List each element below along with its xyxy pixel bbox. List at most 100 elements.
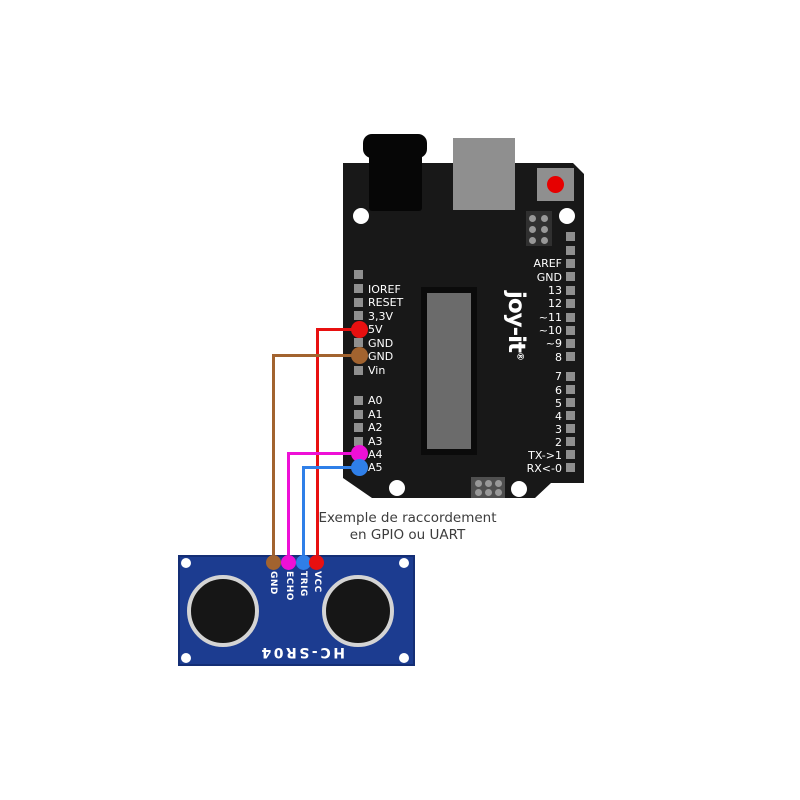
sensor-pin-label: GND [268,571,278,595]
pin-pad [354,311,363,320]
pin-label: ~11 [538,311,562,324]
pin-label: 2 [555,436,562,449]
pin-label: 4 [555,410,562,423]
pin-pad [566,339,575,348]
pin-pad [566,385,575,394]
reset-led-dot [547,176,564,193]
wire-a4-echo [287,452,360,455]
icsp-pin [541,215,548,222]
pin-pad [354,396,363,405]
pin-pad [354,270,363,279]
usb-connector [453,138,515,210]
pin-pad [566,450,575,459]
mounting-hole [559,208,575,224]
icsp-pin [541,237,548,244]
icsp-pin [475,489,482,496]
wire-5v-vcc [316,328,319,563]
pin-pad [566,372,575,381]
pin-label: AREF [533,257,562,270]
icsp-pin [541,226,548,233]
wire-end-sensor-echo [281,555,296,570]
pin-pad [354,338,363,347]
mounting-hole [353,208,369,224]
pin-pad [566,313,575,322]
pin-label: A1 [368,408,383,421]
pin-label: 3,3V [368,310,394,323]
wire-gnd-gnd [272,354,360,357]
pin-pad [566,299,575,308]
pin-label: 6 [555,384,562,397]
icsp-pin [485,489,492,496]
wire-end-a5 [351,459,368,476]
pin-pad [354,284,363,293]
mounting-hole [181,558,191,568]
pin-pad [354,366,363,375]
sensor-pin-label: TRIG [298,571,308,597]
pin-label: GND [368,337,394,350]
pin-pad [566,286,575,295]
wire-gnd-gnd [272,354,275,563]
pin-label: 5V [368,323,383,336]
mounting-hole [511,481,527,497]
pin-label: RESET [368,296,404,309]
pin-label: 12 [548,297,562,310]
pin-label: Vin [368,364,386,377]
wire-end-sensor-trig [295,555,311,570]
pin-pad [566,411,575,420]
transducer-left [187,575,259,647]
wire-5v-vcc [316,328,360,331]
caption-line-1: Exemple de raccordement [318,510,497,526]
pin-label: ~9 [545,337,562,350]
pin-label: 13 [548,284,562,297]
pin-label: ~10 [538,324,562,337]
transducer-right [322,575,394,647]
pin-label: A0 [368,394,383,407]
pin-label: TX->1 [528,449,562,462]
pin-label: 8 [555,351,562,364]
pin-pad [566,259,575,268]
mounting-hole [181,653,191,663]
mounting-hole [399,653,409,663]
pin-pad [566,246,575,255]
mounting-hole [399,558,409,568]
wire-end-a4 [351,445,368,462]
wire-a5-trig [302,466,305,563]
pin-pad [566,424,575,433]
pin-pad [566,352,575,361]
icsp-pin [529,237,536,244]
wire-end-5v [351,321,368,338]
mounting-hole [389,480,405,496]
pin-pad [566,437,575,446]
wire-end-gnd [351,347,368,364]
pin-pad [354,298,363,307]
icsp-pin [495,489,502,496]
pin-label: A5 [368,461,383,474]
pin-pad [566,463,575,472]
pin-pad [566,398,575,407]
icsp-pin [529,226,536,233]
icsp-pin [529,215,536,222]
sensor-pin-label: VCC [311,571,322,593]
pin-pad [354,410,363,419]
pin-label: 3 [555,423,562,436]
wire-a5-trig [302,466,360,469]
mcu-chip-top [427,293,471,449]
pin-label: 5 [555,397,562,410]
pin-label: RX<-0 [526,462,562,475]
icsp-pin [475,480,482,487]
pin-label: A2 [368,421,383,434]
pin-pad [566,326,575,335]
wire-a4-echo [287,452,290,563]
pin-pad [354,423,363,432]
wire-end-sensor-vcc [309,555,324,570]
sensor-pin-label: ECHO [283,571,294,601]
icsp-pin [485,480,492,487]
sensor-name: HC-SR04 [259,644,345,660]
pin-label: A4 [368,448,383,461]
caption-line-2: en GPIO ou UART [349,527,466,543]
pin-label: 7 [555,370,562,383]
pin-label: A3 [368,435,383,448]
pin-label: IOREF [368,283,401,296]
power-jack-body [369,150,422,211]
